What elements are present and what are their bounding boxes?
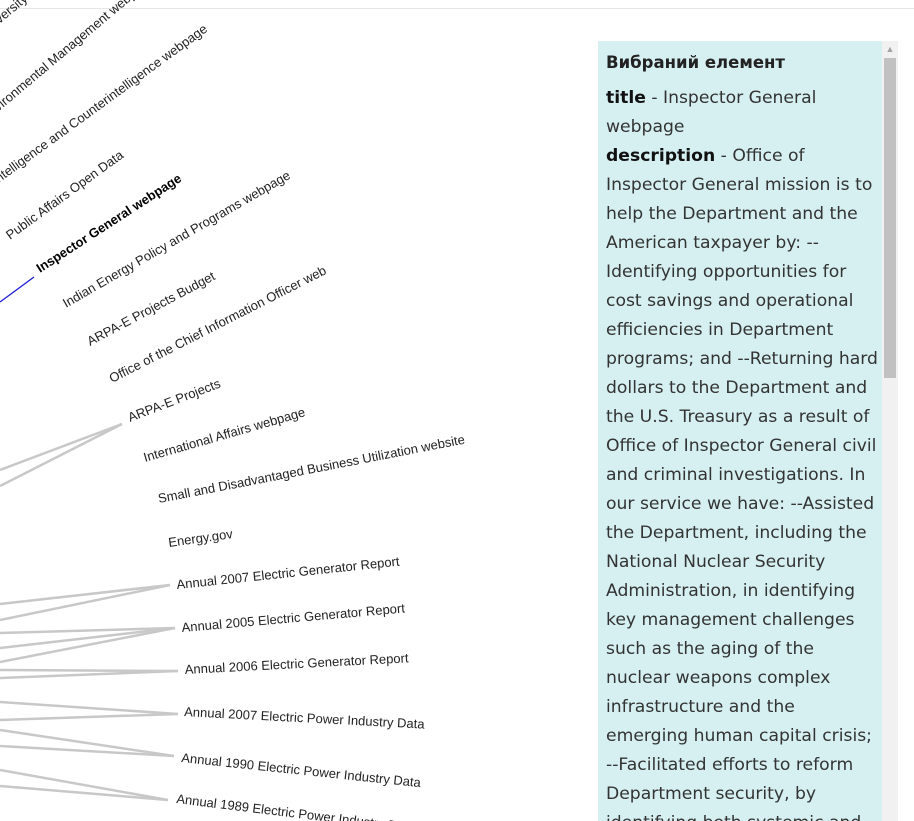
graph-node-selected[interactable]: Inspector General webpage — [33, 170, 184, 275]
title-key: title — [606, 88, 646, 108]
graph-edge — [0, 784, 169, 802]
title-value: Inspector General webpage — [606, 88, 817, 137]
graph-node[interactable]: Annual 2007 Electric Generator Report — [176, 554, 401, 592]
graph-node[interactable]: Environmental Management webpage — [0, 0, 156, 124]
description-key: description — [606, 146, 716, 166]
graph-edge — [0, 422, 123, 488]
graph-node[interactable]: International Affairs webpage — [142, 404, 307, 465]
graph-edge — [0, 728, 175, 758]
graph-node[interactable]: ARPA-E Projects — [126, 375, 223, 424]
graph-edge-selected — [0, 276, 35, 303]
scrollbar-thumb[interactable] — [884, 58, 896, 378]
panel-heading: Вибраний елемент — [606, 53, 785, 72]
graph-edge — [0, 668, 179, 673]
graph-edge — [0, 626, 176, 650]
description-value: Office of Inspector General mission is t… — [606, 146, 878, 821]
graph-edge — [0, 700, 179, 716]
graph-edge — [0, 422, 123, 472]
graph-edge — [0, 583, 171, 606]
graph-edge — [0, 626, 176, 664]
graph-edge — [0, 626, 176, 635]
graph-node[interactable]: Annual 1990 Electric Power Industry Data — [181, 750, 423, 790]
graph-edge — [0, 583, 171, 622]
graph-edge — [0, 744, 175, 758]
graph-edge — [0, 768, 169, 802]
graph-node[interactable]: Annual 2006 Electric Generator Report — [184, 650, 409, 677]
selected-item-panel: Вибраний елемент title - Inspector Gener… — [598, 41, 898, 821]
graph-node[interactable]: Diversity webpage — [0, 0, 73, 34]
dataset-graph[interactable]: Diversity webpageEnvironmental Managemen… — [0, 0, 598, 821]
graph-node[interactable]: Annual 1989 Electric Power Industry Data — [176, 791, 417, 821]
graph-edge — [0, 712, 179, 722]
graph-node[interactable]: Annual 2005 Electric Generator Report — [181, 600, 406, 635]
graph-node[interactable]: Office of the Chief Information Officer … — [107, 263, 329, 386]
details-content: Вибраний елемент title - Inspector Gener… — [606, 50, 878, 821]
top-divider — [0, 8, 914, 9]
graph-node[interactable]: Annual 2007 Electric Power Industry Data — [184, 704, 426, 732]
description-row: description - Office of Inspector Genera… — [606, 142, 878, 821]
graph-node[interactable]: Energy.gov — [167, 526, 234, 550]
title-row: title - Inspector General webpage — [606, 88, 817, 137]
scroll-up-arrow-icon[interactable]: ▲ — [885, 44, 895, 54]
graph-canvas[interactable]: Diversity webpageEnvironmental Managemen… — [0, 0, 598, 821]
panel-scrollbar[interactable]: ▲ — [882, 41, 898, 821]
graph-edge — [0, 669, 179, 680]
